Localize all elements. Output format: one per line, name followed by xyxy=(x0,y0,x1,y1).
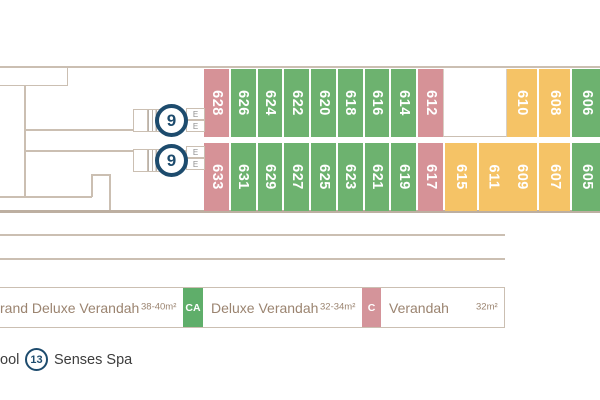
cabin-631[interactable]: 631 xyxy=(230,143,256,211)
lower-deck-line-1 xyxy=(0,234,505,236)
cabin-row-bottom-main: 633 631 629 627 625 623 621 619 617 xyxy=(204,143,444,211)
cabin-number: 619 xyxy=(395,164,412,190)
wall-vertical-3 xyxy=(109,174,111,212)
cabin-626[interactable]: 626 xyxy=(230,69,256,137)
cabin-number: 617 xyxy=(422,164,439,190)
wall-horizontal-3 xyxy=(0,196,92,198)
spa-number-badge: 13 xyxy=(25,348,48,371)
deck-number: 9 xyxy=(166,110,177,130)
cabin-619[interactable]: 619 xyxy=(391,143,417,211)
wall-horizontal-1 xyxy=(24,129,134,131)
cabin-624[interactable]: 624 xyxy=(257,69,283,137)
cabin-number: 623 xyxy=(342,164,359,190)
legend-label-grand-deluxe-verandah: rand Deluxe Verandah xyxy=(0,299,140,316)
cabin-627[interactable]: 627 xyxy=(284,143,310,211)
cabin-611[interactable]: 611 xyxy=(479,143,507,211)
legend-size-verandah: 32m² xyxy=(476,301,498,313)
pool-label-partial: ool xyxy=(0,352,20,368)
cabin-620[interactable]: 620 xyxy=(311,69,336,137)
cabin-number: 615 xyxy=(453,164,470,190)
cabin-number: 625 xyxy=(315,164,332,190)
legend-size-grand-deluxe-verandah: 38-40m² xyxy=(141,301,177,313)
empty-room xyxy=(443,69,507,137)
cabin-number: 606 xyxy=(578,90,595,116)
cabin-number: 609 xyxy=(514,164,531,190)
cabin-628[interactable]: 628 xyxy=(204,69,229,137)
cabin-607[interactable]: 607 xyxy=(539,143,570,211)
ship-bottom-edge xyxy=(0,210,600,213)
elevator-icon: E xyxy=(186,158,205,170)
elevator-label: E xyxy=(192,121,199,131)
cabin-number: 628 xyxy=(208,90,225,116)
spa-number: 13 xyxy=(30,353,43,366)
lower-deck-line-2 xyxy=(0,258,505,260)
cabin-number: 629 xyxy=(261,164,278,190)
elevator-icon: E xyxy=(186,146,205,158)
cabin-623[interactable]: 623 xyxy=(337,143,363,211)
cabin-622[interactable]: 622 xyxy=(284,69,310,137)
cabin-number: 611 xyxy=(485,164,502,190)
legend-badge-ca: CA xyxy=(183,288,203,327)
cabin-number: 610 xyxy=(514,90,531,116)
deck-number-badge: 9 xyxy=(155,144,188,177)
cabin-row-top-main: 628 626 624 622 620 618 616 614 612 xyxy=(204,69,444,137)
cabin-row-bottom-right: 609 607 605 xyxy=(507,143,600,211)
cabin-629[interactable]: 629 xyxy=(257,143,283,211)
cabin-608[interactable]: 608 xyxy=(539,69,570,137)
cabin-number: 607 xyxy=(546,164,563,190)
elevator-label: E xyxy=(192,109,199,119)
cabin-number: 612 xyxy=(422,90,439,116)
cabin-number: 627 xyxy=(288,164,305,190)
forward-room-outline xyxy=(0,67,68,86)
cabin-625[interactable]: 625 xyxy=(311,143,336,211)
elevator-icon: E xyxy=(186,120,205,132)
cabin-number: 626 xyxy=(235,90,252,116)
cabin-number: 633 xyxy=(208,164,225,190)
cabin-number: 620 xyxy=(315,90,332,116)
legend-label-deluxe-verandah: Deluxe Verandah xyxy=(211,299,319,316)
cabin-number: 605 xyxy=(578,164,595,190)
cabin-618[interactable]: 618 xyxy=(337,69,363,137)
cabin-614[interactable]: 614 xyxy=(391,69,417,137)
cabin-633[interactable]: 633 xyxy=(204,143,229,211)
cabin-number: 618 xyxy=(342,90,359,116)
cabin-row-top-right: 610 608 606 xyxy=(507,69,600,137)
elevator-label: E xyxy=(192,147,199,157)
cabin-609[interactable]: 609 xyxy=(507,143,538,211)
deck-top-edge xyxy=(0,66,600,68)
wall-vertical-1 xyxy=(24,86,26,197)
cabin-616[interactable]: 616 xyxy=(364,69,390,137)
elevator-label: E xyxy=(192,159,199,169)
cabin-row-bottom-mid: 615 611 xyxy=(445,143,507,211)
cabin-number: 614 xyxy=(395,90,412,116)
legend-size-deluxe-verandah: 32-34m² xyxy=(320,301,356,313)
wall-horizontal-2 xyxy=(24,150,186,152)
cabin-number: 608 xyxy=(546,90,563,116)
cabin-605[interactable]: 605 xyxy=(571,143,600,211)
cabin-606[interactable]: 606 xyxy=(571,69,600,137)
wall-vertical-2 xyxy=(91,175,93,197)
deck-number-badge: 9 xyxy=(155,104,188,137)
cabin-number: 621 xyxy=(369,164,386,190)
elevator-icon: E xyxy=(186,108,205,120)
cabin-number: 616 xyxy=(369,90,386,116)
cabin-615[interactable]: 615 xyxy=(445,143,478,211)
deck-number: 9 xyxy=(166,150,177,170)
cabin-number: 631 xyxy=(235,164,252,190)
legend-bar: rand Deluxe Verandah 38-40m² CA Deluxe V… xyxy=(0,287,505,328)
cabin-612[interactable]: 612 xyxy=(418,69,444,137)
wall-horizontal-4 xyxy=(91,174,110,176)
legend-badge-c: C xyxy=(362,288,381,327)
cabin-number: 624 xyxy=(261,90,278,116)
cabin-610[interactable]: 610 xyxy=(507,69,538,137)
spa-label: Senses Spa xyxy=(54,352,133,368)
cabin-621[interactable]: 621 xyxy=(364,143,390,211)
legend-label-verandah: Verandah xyxy=(389,299,449,316)
cabin-number: 622 xyxy=(288,90,305,116)
cabin-617[interactable]: 617 xyxy=(418,143,444,211)
